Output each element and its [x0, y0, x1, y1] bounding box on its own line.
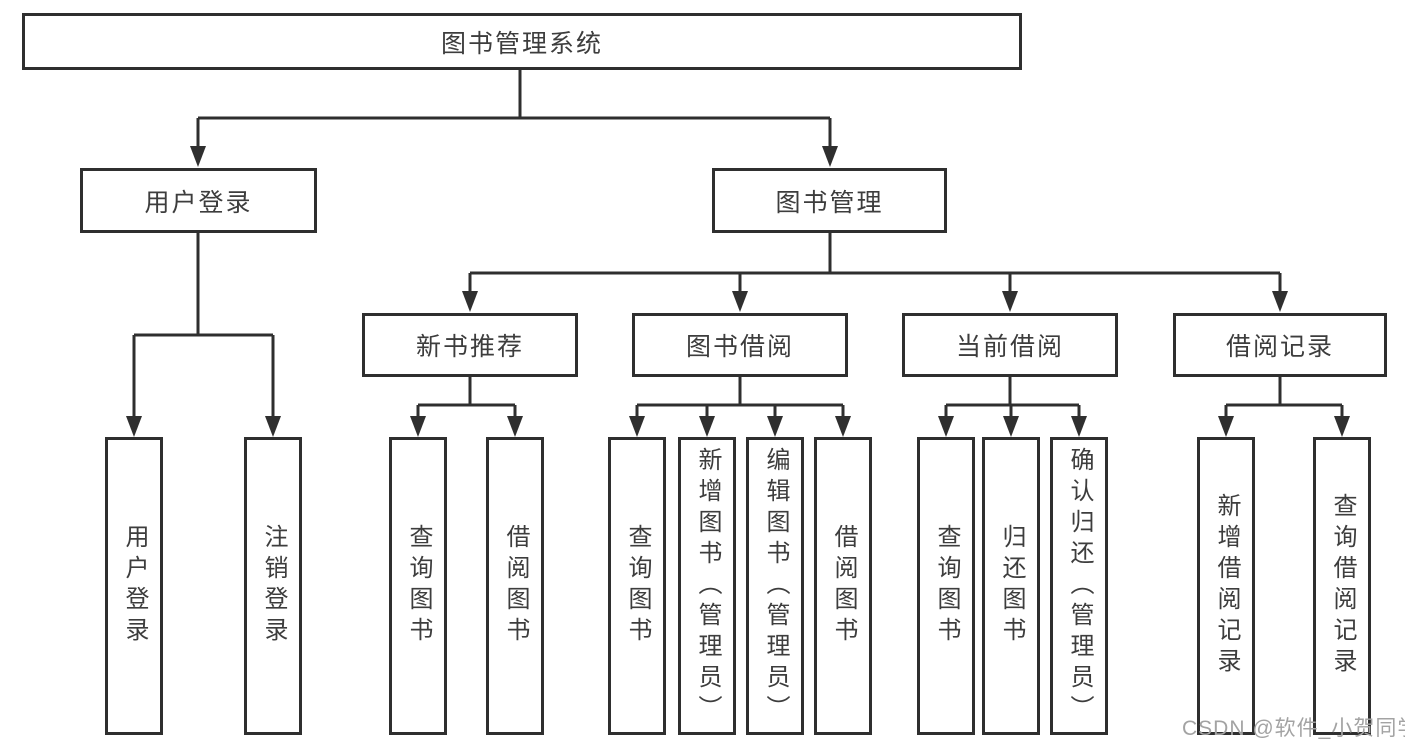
leaf-add-borrow-record-label: 新增借阅记录 — [1213, 493, 1240, 679]
leaf-user-login: 用户登录 — [105, 437, 163, 735]
leaf-query-books-1: 查询图书 — [389, 437, 447, 735]
leaf-query-books-3-label: 查询图书 — [933, 524, 960, 648]
leaf-return-books-label: 归还图书 — [998, 524, 1025, 648]
node-book-management: 图书管理 — [712, 168, 947, 233]
leaf-user-login-label: 用户登录 — [121, 524, 148, 648]
leaf-query-books-1-label: 查询图书 — [405, 524, 432, 648]
leaf-query-books-3: 查询图书 — [917, 437, 975, 735]
node-user-login: 用户登录 — [80, 168, 317, 233]
leaf-query-borrow-record: 查询借阅记录 — [1313, 437, 1371, 735]
leaf-add-borrow-record: 新增借阅记录 — [1197, 437, 1255, 735]
leaf-query-borrow-record-label: 查询借阅记录 — [1329, 493, 1356, 679]
leaf-borrow-books-2: 借阅图书 — [814, 437, 872, 735]
leaf-return-books: 归还图书 — [982, 437, 1040, 735]
leaf-borrow-books-1-label: 借阅图书 — [502, 524, 529, 648]
leaf-query-books-2: 查询图书 — [608, 437, 666, 735]
leaf-add-books-admin: 新增图书（管理员） — [678, 437, 736, 735]
node-current-borrow: 当前借阅 — [902, 313, 1118, 377]
node-new-book-recommend: 新书推荐 — [362, 313, 578, 377]
leaf-query-books-2-label: 查询图书 — [624, 524, 651, 648]
leaf-edit-books-admin: 编辑图书（管理员） — [746, 437, 804, 735]
leaf-logout-label: 注销登录 — [260, 524, 287, 648]
leaf-edit-books-admin-label: 编辑图书（管理员） — [762, 446, 789, 726]
leaf-confirm-return-admin-label: 确认归还（管理员） — [1066, 446, 1093, 726]
node-book-borrow: 图书借阅 — [632, 313, 848, 377]
leaf-logout: 注销登录 — [244, 437, 302, 735]
csdn-watermark: CSDN @软件_小贺同学 — [1182, 717, 1405, 740]
leaf-add-books-admin-label: 新增图书（管理员） — [694, 446, 721, 726]
node-borrow-records: 借阅记录 — [1173, 313, 1387, 377]
leaf-borrow-books-2-label: 借阅图书 — [830, 524, 857, 648]
leaf-borrow-books-1: 借阅图书 — [486, 437, 544, 735]
leaf-confirm-return-admin: 确认归还（管理员） — [1050, 437, 1108, 735]
node-root-system: 图书管理系统 — [22, 13, 1022, 70]
